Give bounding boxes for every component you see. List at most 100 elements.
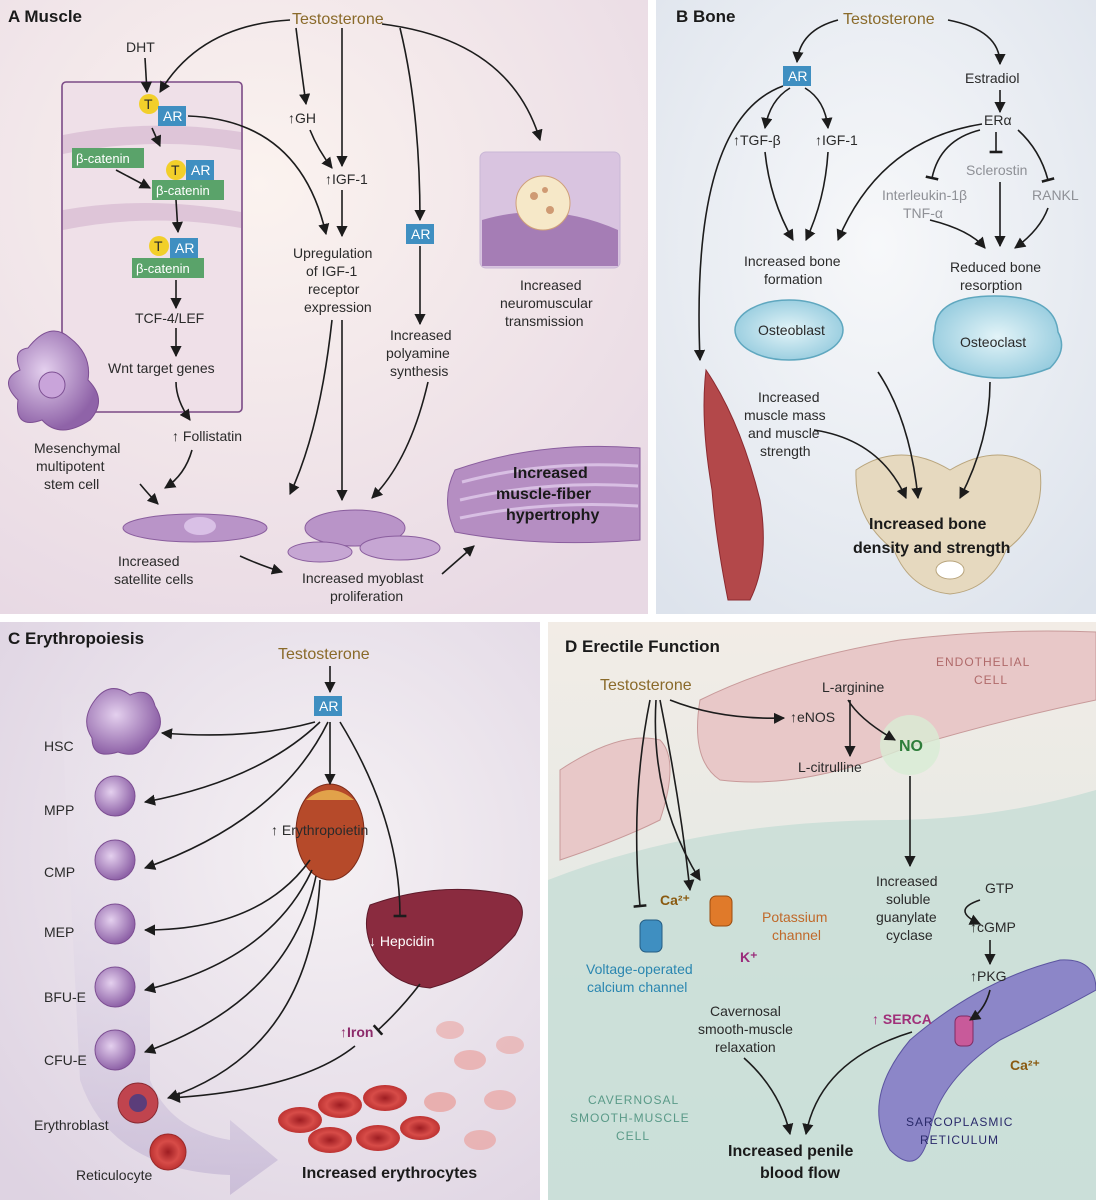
myoblast-cell-2 — [359, 535, 441, 561]
reticulocyte-label: Reticulocyte — [76, 1167, 152, 1183]
erythrocytes-cluster — [278, 1021, 524, 1153]
relaxation-line-1: Cavernosal — [710, 1003, 781, 1019]
adrenal — [306, 790, 354, 800]
tgf-label: ↑TGF-β — [733, 132, 781, 148]
wnt-label: Wnt target genes — [108, 360, 215, 376]
myoblast-cell-1 — [304, 509, 406, 547]
t-circle-3 — [149, 236, 169, 256]
era-label: ERα — [984, 112, 1012, 128]
cell-label-mpp: MPP — [44, 802, 74, 818]
t-label-3: T — [154, 238, 163, 254]
erythro-ar-box — [314, 696, 342, 716]
panel-erythropoiesis: C Erythropoiesis Testosterone AR HSC MPP… — [0, 622, 540, 1200]
calcium-channel — [639, 919, 663, 953]
relaxation-line-3: relaxation — [715, 1039, 776, 1055]
enos-label: ↑eNOS — [790, 709, 835, 725]
potassium-line-1: Potassium — [762, 909, 827, 925]
satellite-line-1: Increased — [118, 553, 179, 569]
no-cloud — [880, 715, 940, 775]
pelvis-hole — [935, 560, 965, 580]
resorption-line-2: resorption — [960, 277, 1022, 293]
ca-label: Ca²⁺ — [660, 892, 690, 908]
cfue-cell — [94, 1029, 136, 1071]
polyamine-line-2: polyamine — [386, 345, 450, 361]
bfue-cell — [94, 966, 136, 1008]
polyamine-line-1: Increased — [390, 327, 451, 343]
cell-label-mep: MEP — [44, 924, 74, 940]
ar-box-polyamine — [406, 224, 434, 244]
hypertrophy-line-2: muscle-fiber — [496, 486, 591, 503]
follistatin-label: ↑ Follistatin — [172, 428, 242, 444]
erythropoietin-label: ↑ Erythropoietin — [271, 822, 368, 838]
muscle-dht: DHT — [126, 39, 155, 55]
neuro-line-3: transmission — [505, 313, 584, 329]
neuromuscular-fiber — [482, 212, 618, 266]
mesenchymal-line-2: multipotent — [36, 458, 105, 474]
mpp-cell — [94, 775, 136, 817]
muscle-fiber — [447, 445, 641, 544]
soluble-line-2: soluble — [886, 891, 931, 907]
vesicle-1 — [530, 192, 538, 200]
endothelial-cell-2 — [559, 737, 671, 861]
bone-ar-label: AR — [788, 68, 807, 84]
relaxation-line-2: smooth-muscle — [698, 1021, 793, 1037]
osteoblast-cell — [734, 299, 844, 361]
potassium-channel — [709, 895, 733, 927]
cavernosal-line-1: CAVERNOSAL — [588, 1093, 679, 1107]
endothelial-line-1: ENDOTHELIAL — [936, 655, 1030, 669]
osteoclast-label: Osteoclast — [960, 334, 1026, 350]
mesenchymal-line-1: Mesenchymal — [34, 440, 120, 456]
myoblast-cell-3 — [287, 541, 353, 563]
soluble-line-1: Increased — [876, 873, 937, 889]
cell-label-cmp: CMP — [44, 864, 75, 880]
erythro-ar-label: AR — [319, 698, 338, 714]
bone-ar-box — [783, 66, 811, 86]
panel-bone: B Bone Testosterone AR Estradiol ERα ↑TG… — [656, 0, 1096, 614]
polyamine-line-3: synthesis — [390, 363, 448, 379]
muscle-testosterone: Testosterone — [292, 11, 384, 28]
soluble-line-3: guanylate — [876, 909, 937, 925]
sr-ca-label: Ca²⁺ — [1010, 1057, 1040, 1073]
ar-label-1: AR — [163, 108, 182, 124]
formation-line-2: formation — [764, 271, 822, 287]
ar-label-polyamine: AR — [411, 226, 430, 242]
t-label-2: T — [171, 162, 180, 178]
neuro-line-2: neuromuscular — [500, 295, 593, 311]
cell-label-bfue: BFU-E — [44, 989, 86, 1005]
ar-label-2: AR — [191, 162, 210, 178]
bone-testosterone: Testosterone — [843, 11, 935, 28]
resorption-line-1: Reduced bone — [950, 259, 1041, 275]
penile-line-2: blood flow — [760, 1165, 841, 1182]
sclerostin-label: Sclerostin — [966, 162, 1027, 178]
cgmp-label: ↑cGMP — [970, 919, 1016, 935]
beta-catenin-label-3: β-catenin — [136, 261, 190, 276]
cell-label-cfue: CFU-E — [44, 1052, 87, 1068]
upreg-line-2: of IGF-1 — [306, 263, 358, 279]
muscle-belly — [703, 368, 764, 601]
gh-label: ↑GH — [288, 110, 316, 126]
hepcidin-label: ↓ Hepcidin — [369, 933, 434, 949]
mesenchymal-line-3: stem cell — [44, 476, 99, 492]
mep-cell — [94, 903, 136, 945]
upreg-line-4: expression — [304, 299, 372, 315]
potassium-line-2: channel — [772, 927, 821, 943]
estradiol-label: Estradiol — [965, 70, 1019, 86]
myoblast-line-2: proliferation — [330, 588, 403, 604]
no-label: NO — [899, 738, 923, 755]
beta-catenin-box-3 — [132, 258, 204, 278]
nucleus-membrane-2 — [63, 202, 241, 230]
t-label-1: T — [144, 96, 153, 112]
erectile-testosterone: Testosterone — [600, 677, 692, 694]
smooth-muscle-layer — [548, 790, 1096, 1200]
satellite-nucleus — [184, 517, 216, 535]
erythroblast-nucleus — [129, 1094, 147, 1112]
sarcoplasmic-line-1: SARCOPLASMIC — [906, 1115, 1013, 1129]
erythrocytes-label: Increased erythrocytes — [302, 1165, 477, 1182]
mesenchymal-nucleus — [38, 371, 66, 399]
mass-line-1: Increased — [758, 389, 819, 405]
reticulocyte-cell — [149, 1133, 187, 1171]
upreg-line-1: Upregulation — [293, 245, 372, 261]
t-circle-1 — [139, 94, 159, 114]
igf1-label: ↑IGF-1 — [325, 171, 368, 187]
